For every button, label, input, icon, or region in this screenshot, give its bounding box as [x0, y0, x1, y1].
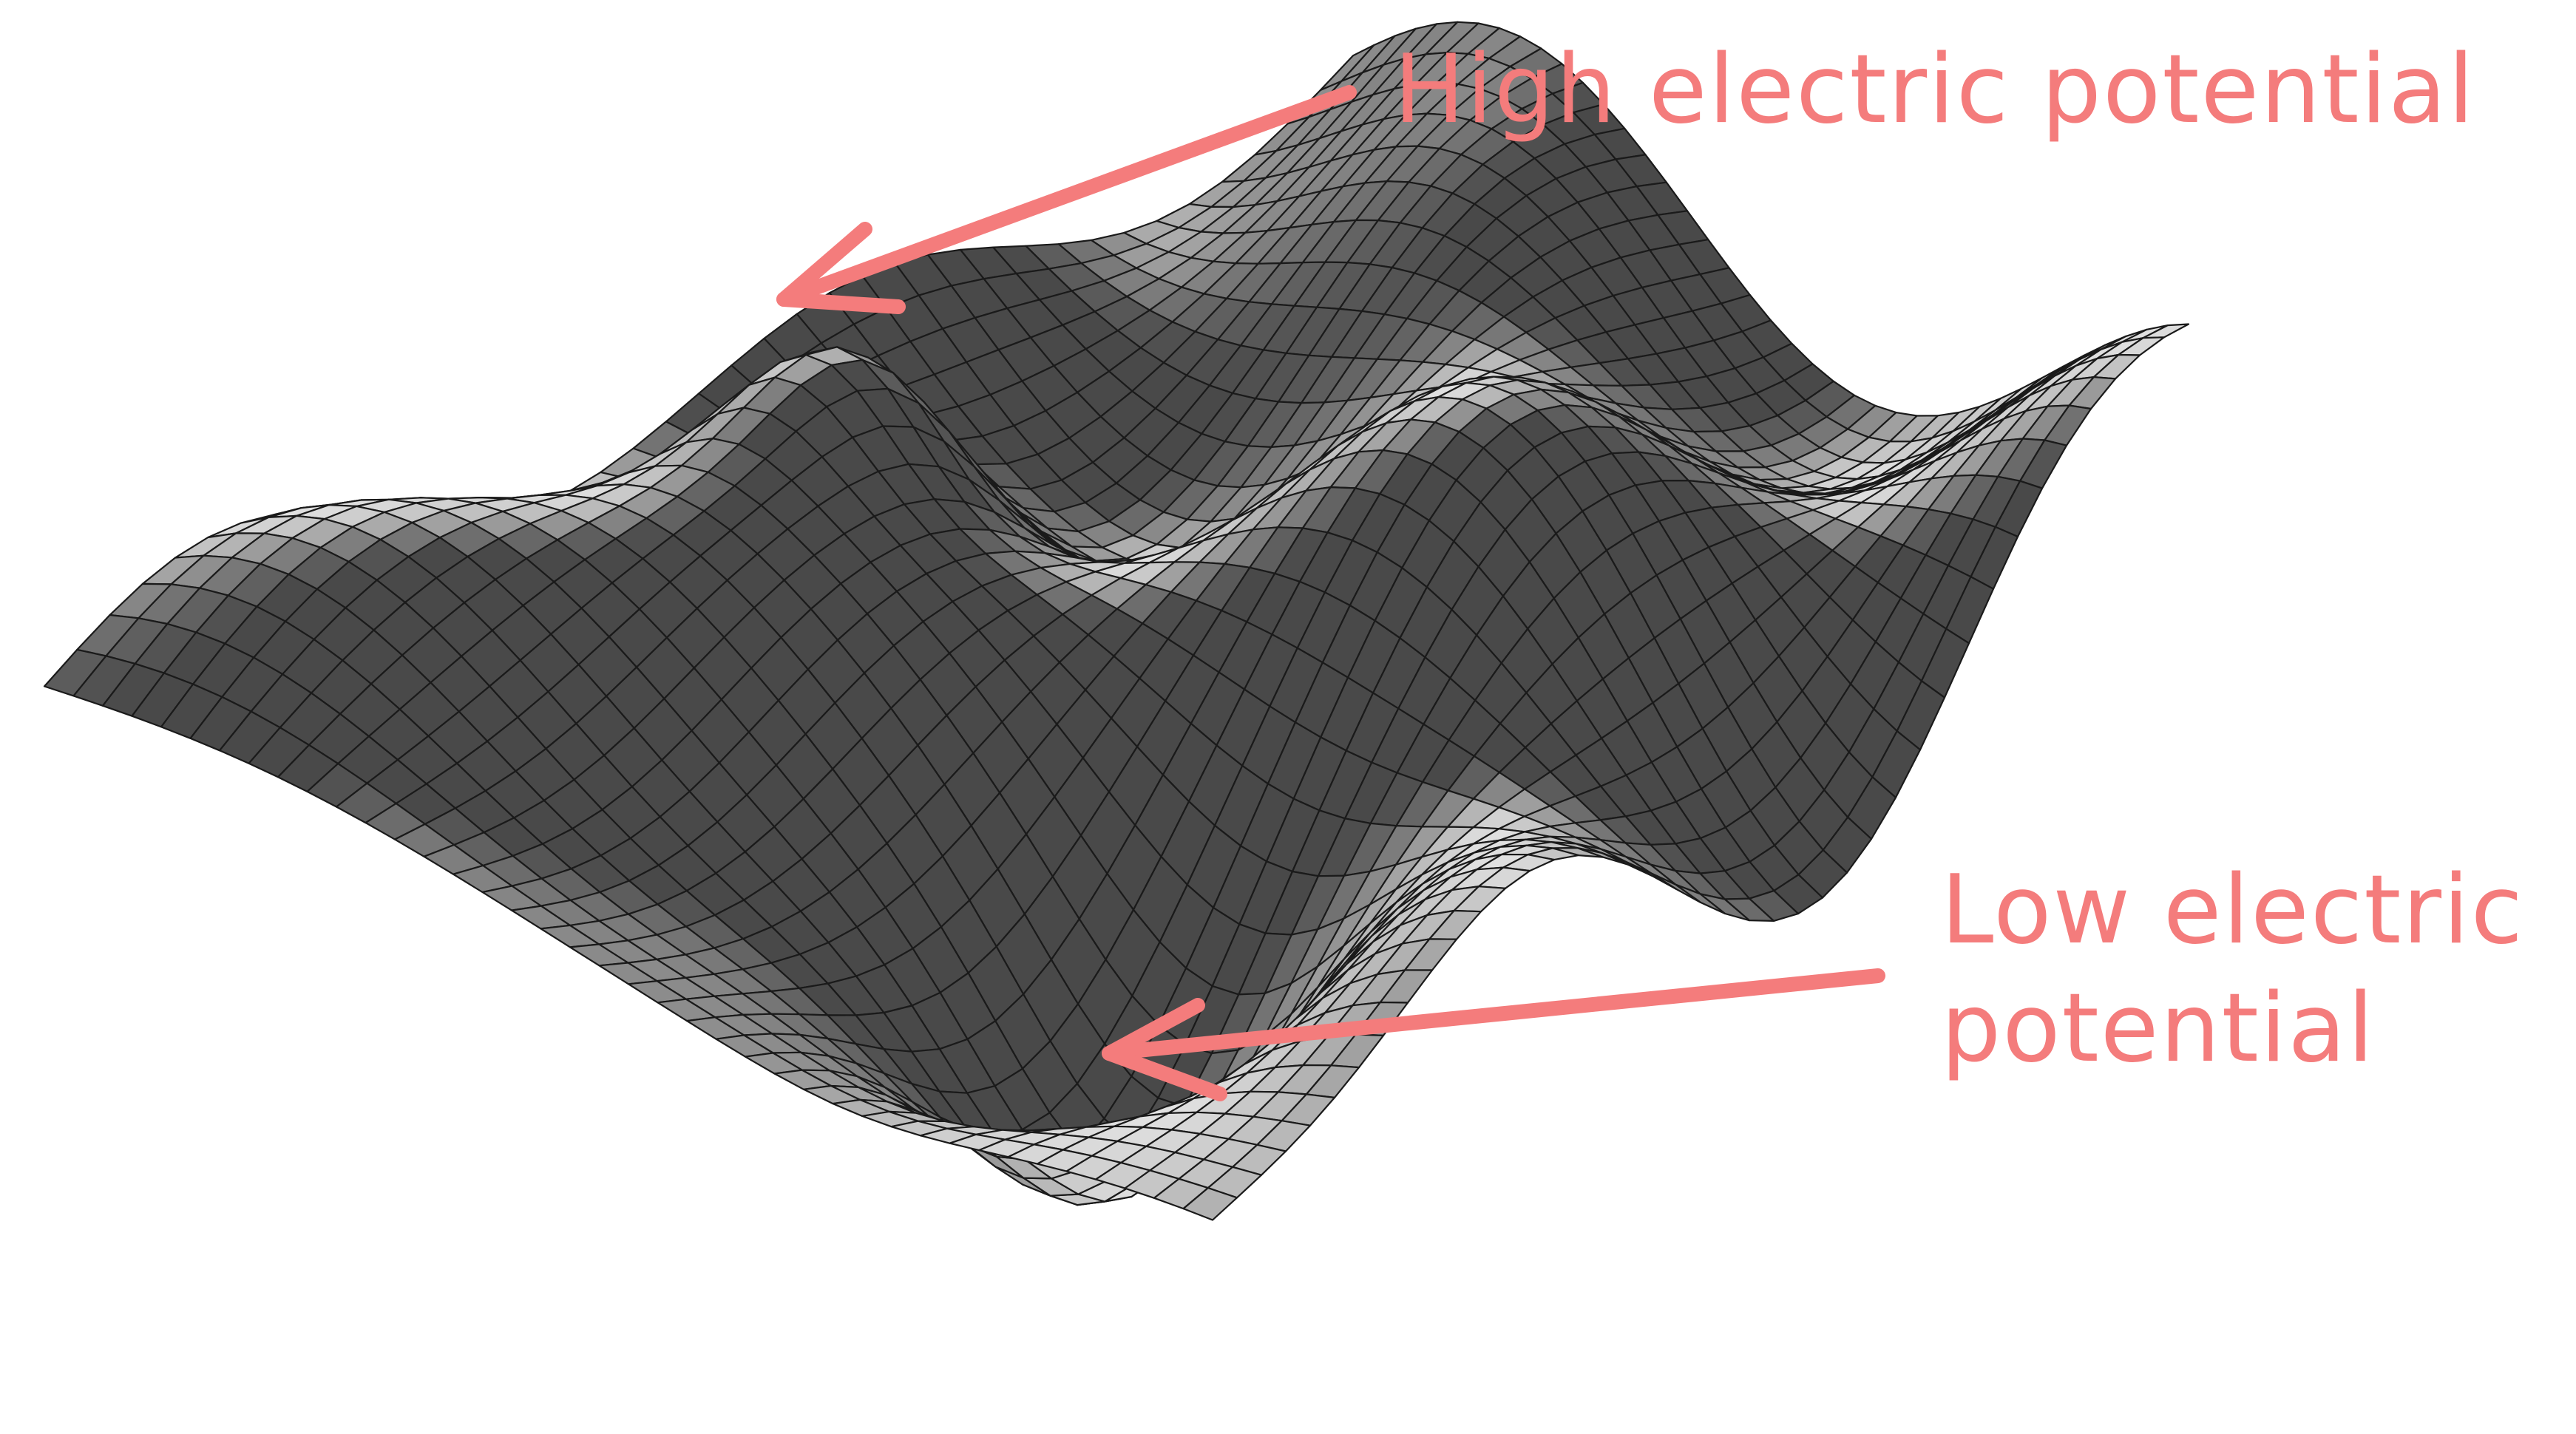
wavy-mesh-surface [43, 21, 2190, 1221]
low-potential-arrow [1102, 968, 1885, 1061]
mesh-cell [1182, 1186, 1238, 1221]
high-potential-annotation: High electric potential [776, 35, 2475, 314]
high-potential-arrowhead [776, 222, 906, 314]
low-potential-arrowhead [1102, 998, 1227, 1101]
high-potential-label: High electric potential [1394, 35, 2475, 145]
low-potential-label-line2: potential [1941, 973, 2375, 1084]
high-potential-arrow [776, 85, 1357, 307]
low-potential-label-line1: Low electric [1941, 855, 2524, 965]
low-potential-annotation: Low electric potential [1102, 855, 2524, 1101]
